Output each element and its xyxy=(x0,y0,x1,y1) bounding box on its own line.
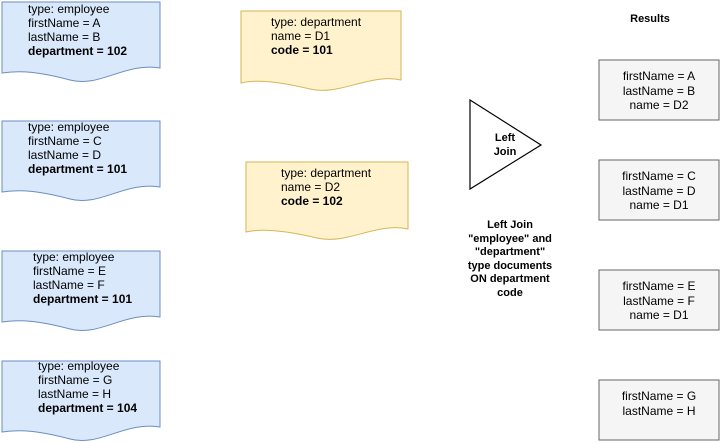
doc-code: code = 101 xyxy=(271,43,333,57)
doc-type: type: employee xyxy=(28,120,110,134)
doc-last-name: lastName = F xyxy=(33,278,105,292)
result-department-name: name = D1 xyxy=(629,198,689,212)
caption-line: ON department xyxy=(470,273,550,285)
doc-department: department = 104 xyxy=(38,401,138,415)
employee-document-shape xyxy=(1,1,161,82)
result-last-name: lastName = D xyxy=(622,183,696,198)
employee-document-shape xyxy=(1,250,161,331)
department-document: type: department name = D2 code = 102 xyxy=(281,166,371,208)
caption-line: "employee" and xyxy=(468,232,552,245)
employee-document: type: employee firstName = C lastName = … xyxy=(28,120,127,176)
result-first-name: firstName = A xyxy=(622,69,696,83)
doc-type: type: employee xyxy=(38,359,120,373)
department-document-shape xyxy=(245,161,409,240)
join-label-line: Left xyxy=(494,132,516,144)
caption-line: type documents xyxy=(467,259,553,272)
doc-first-name: firstName = E xyxy=(33,264,107,278)
result-first-name: firstName = C xyxy=(622,169,696,183)
result-item: firstName = G lastName = H xyxy=(599,389,719,418)
result-box xyxy=(598,379,720,441)
result-last-name: lastName = F xyxy=(623,293,695,308)
result-last-name: lastName = H xyxy=(622,403,696,418)
result-box xyxy=(598,159,720,221)
join-label: Left Join xyxy=(480,131,530,159)
doc-department: department = 101 xyxy=(28,162,128,176)
employee-document: type: employee firstName = E lastName = … xyxy=(33,250,132,306)
doc-last-name: lastName = B xyxy=(28,30,101,44)
doc-name: name = D1 xyxy=(271,29,331,43)
employee-document: type: employee firstName = A lastName = … xyxy=(28,2,127,58)
result-box xyxy=(598,269,720,331)
doc-type: type: employee xyxy=(33,250,115,264)
employee-document: type: employee firstName = G lastName = … xyxy=(38,359,137,415)
result-item: firstName = A lastName = B name = D2 xyxy=(599,69,719,113)
doc-first-name: firstName = G xyxy=(38,373,113,387)
caption-line: "department" xyxy=(474,246,546,258)
doc-code: code = 102 xyxy=(281,194,343,208)
doc-department: department = 102 xyxy=(28,44,128,58)
doc-first-name: firstName = C xyxy=(28,134,102,148)
result-item: firstName = E lastName = F name = D1 xyxy=(599,279,719,323)
result-last-name: lastName = B xyxy=(622,83,696,98)
doc-type: type: department xyxy=(271,15,362,29)
result-first-name: firstName = E xyxy=(622,279,696,293)
left-join-triangle xyxy=(469,98,543,191)
department-document-shape xyxy=(240,10,402,91)
results-title: Results xyxy=(630,13,670,25)
result-item: firstName = C lastName = D name = D1 xyxy=(599,169,719,213)
employee-document-shape xyxy=(1,120,161,201)
doc-last-name: lastName = D xyxy=(28,148,102,162)
result-department-name: name = D2 xyxy=(629,98,689,112)
result-first-name: firstName = G xyxy=(621,389,697,403)
caption-line: Left Join xyxy=(487,219,533,231)
doc-first-name: firstName = A xyxy=(28,16,101,30)
result-box xyxy=(598,59,720,121)
result-department-name: name = D1 xyxy=(629,308,689,322)
employee-document-shape xyxy=(1,360,161,441)
caption-line: code xyxy=(497,286,523,299)
doc-last-name: lastName = H xyxy=(38,387,112,401)
join-caption: Left Join "employee" and "department" ty… xyxy=(440,219,580,300)
doc-type: type: department xyxy=(281,166,372,180)
department-document: type: department name = D1 code = 101 xyxy=(271,15,361,57)
doc-name: name = D2 xyxy=(281,180,341,194)
doc-department: department = 101 xyxy=(33,292,133,306)
join-label-line: Join xyxy=(493,146,517,158)
doc-type: type: employee xyxy=(28,2,110,16)
